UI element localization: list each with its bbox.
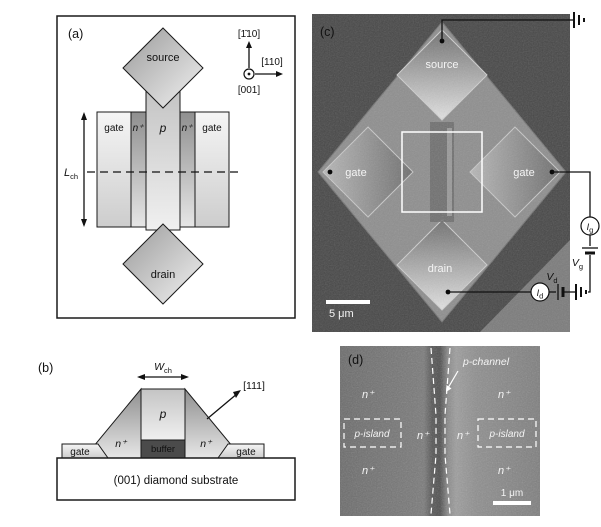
arrow-up-right-icon xyxy=(233,390,241,398)
channel-strip xyxy=(145,89,181,231)
panel-c-label: (c) xyxy=(320,25,335,39)
id-label: Id xyxy=(537,288,544,301)
scale-bar-label: 1 μm xyxy=(501,488,523,499)
channel-edge-dashed-right xyxy=(444,347,451,515)
gate-left-region xyxy=(96,111,132,228)
source-label: source xyxy=(425,59,458,71)
n-plus-label: n⁺ xyxy=(362,389,375,401)
ground-icon xyxy=(568,284,587,300)
circuit-wiring: Ig Vg Id Vd xyxy=(441,12,600,302)
wch-dimension-arrow: Wch xyxy=(137,361,189,380)
buffer-label: buffer xyxy=(151,444,175,455)
p-island-box-right xyxy=(477,418,537,448)
battery-vg-icon xyxy=(582,247,598,255)
arrow-right-icon xyxy=(276,71,283,77)
gate-right-region xyxy=(194,111,230,228)
arrow-up-icon xyxy=(81,112,87,120)
gate-left-label: gate xyxy=(70,447,90,458)
scale-bar xyxy=(326,300,370,304)
lch-dimension-arrow: Lch xyxy=(64,112,87,227)
source-ground-wire xyxy=(441,19,566,41)
p-channel-arrow xyxy=(447,370,459,389)
axis-111-label: [111] xyxy=(243,380,265,392)
p-channel-label: p-channel xyxy=(462,356,510,368)
source-label: source xyxy=(146,52,179,64)
axis-vertical-label: [1̄10] xyxy=(238,29,260,40)
channel-edge-dashed-left xyxy=(430,347,437,515)
drain-label: drain xyxy=(428,263,452,275)
n-plus-right-label: n⁺ xyxy=(182,123,194,134)
gate-right-label: gate xyxy=(202,123,222,134)
axis-horizontal-label: [110] xyxy=(261,57,283,68)
gate-left-label: gate xyxy=(345,167,366,179)
sem-noise-overlay xyxy=(340,346,540,516)
panel-c-sem-overview: (c) source drain gate gate Ig Vg xyxy=(312,12,600,332)
p-island-right-label: p-island xyxy=(488,429,524,440)
ig-label: Ig xyxy=(587,222,594,235)
vd-label: Vd xyxy=(546,271,557,285)
n-plus-label: n⁺ xyxy=(498,465,511,477)
panel-d-sem-closeup: (d) p-channel n⁺ n⁺ n⁺ n⁺ n⁺ n⁺ p-island… xyxy=(340,346,540,516)
gate-left-probe-dot xyxy=(327,169,333,175)
n-plus-label: n⁺ xyxy=(498,389,511,401)
drain-label: drain xyxy=(151,269,175,281)
drain-pad-diamond xyxy=(122,223,204,305)
p-region xyxy=(140,388,186,441)
n-plus-label: n⁺ xyxy=(457,430,470,442)
lch-label: Lch xyxy=(64,167,78,181)
vg-label: Vg xyxy=(572,257,583,271)
n-plus-left-region xyxy=(130,111,147,228)
vg-return-wire xyxy=(588,255,591,293)
axis-111-arrow: [111] xyxy=(206,380,265,420)
gate-right-label: gate xyxy=(236,447,256,458)
arrow-up-icon xyxy=(246,41,252,48)
panel-a-label: (a) xyxy=(68,27,83,41)
arrow-right-icon xyxy=(181,374,189,380)
arrow-down-left-icon xyxy=(446,385,452,392)
p-island-box-left xyxy=(343,418,402,448)
gate-right-label: gate xyxy=(513,167,534,179)
n-plus-label: n⁺ xyxy=(362,465,375,477)
n-plus-left-label: n⁺ xyxy=(115,438,128,450)
axis-dot-icon xyxy=(247,72,251,76)
crystal-axes: [1̄10] [110] [001] xyxy=(238,29,283,96)
wch-label: Wch xyxy=(154,361,172,375)
scale-bar-label: 5 μm xyxy=(329,308,354,320)
panel-d-label: (d) xyxy=(348,353,363,367)
arrow-down-icon xyxy=(81,219,87,227)
n-plus-left-label: n⁺ xyxy=(133,123,145,134)
ground-icon xyxy=(566,12,585,28)
panel-a-schematic-top-view: (a) source drain gate gate n⁺ n⁺ p Lch xyxy=(56,15,296,319)
scale-bar xyxy=(493,501,531,505)
n-plus-right-label: n⁺ xyxy=(200,438,213,450)
axis-out-of-plane-label: [001] xyxy=(238,85,260,96)
p-island-left-label: p-island xyxy=(353,429,389,440)
panel-b-label: (b) xyxy=(38,361,53,375)
sem-noise-overlay xyxy=(312,14,570,332)
gate-left-label: gate xyxy=(104,123,124,134)
p-channel-label: p xyxy=(159,121,167,135)
substrate-label: (001) diamond substrate xyxy=(114,475,239,487)
n-plus-label: n⁺ xyxy=(417,430,430,442)
zoom-region-box xyxy=(401,131,483,213)
arrow-left-icon xyxy=(137,374,145,380)
p-region-label: p xyxy=(159,407,167,421)
source-pad-diamond xyxy=(122,27,204,109)
substrate xyxy=(56,457,296,501)
panel-b-cross-section: (b) (001) diamond substrate p buffer n⁺ … xyxy=(38,361,296,501)
gate-wire xyxy=(552,171,591,217)
